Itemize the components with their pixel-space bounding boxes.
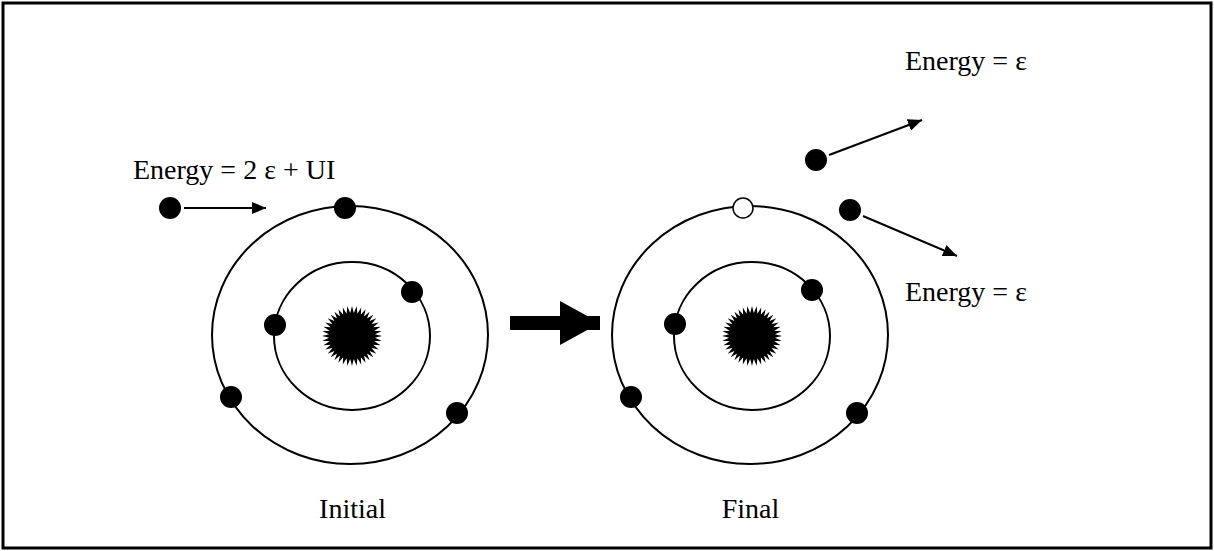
hole xyxy=(733,198,753,218)
atom-node: Final xyxy=(608,200,893,530)
electron xyxy=(446,402,468,424)
electron xyxy=(664,313,686,335)
nucleus xyxy=(722,306,782,366)
incoming-electron xyxy=(159,197,181,219)
initial-atom xyxy=(159,197,488,464)
electron xyxy=(620,386,642,408)
electron xyxy=(264,314,286,336)
atom-node: Initial xyxy=(210,200,495,530)
electron xyxy=(220,386,242,408)
outer-shell xyxy=(612,206,888,464)
caption: Initial xyxy=(319,492,386,526)
energy-label: Energy = ε xyxy=(905,275,1027,309)
motion-arrow xyxy=(829,120,922,155)
motion-arrow xyxy=(863,216,957,256)
inner-shell xyxy=(674,262,830,410)
electron xyxy=(334,197,356,219)
escaping-electron xyxy=(805,149,827,171)
transition-arrow xyxy=(510,316,600,330)
escaping-electron xyxy=(839,199,861,221)
electron xyxy=(401,281,423,303)
electron xyxy=(846,402,868,424)
motion-arrow xyxy=(184,207,266,209)
energy-label: Energy = 2 ε + UI xyxy=(133,153,335,187)
inner-shell xyxy=(274,262,430,410)
electron xyxy=(801,279,823,301)
outer-shell xyxy=(212,206,488,464)
caption: Final xyxy=(722,492,780,526)
frame xyxy=(3,3,1211,548)
energy-label: Energy = ε xyxy=(905,44,1027,78)
nucleus xyxy=(322,306,382,366)
